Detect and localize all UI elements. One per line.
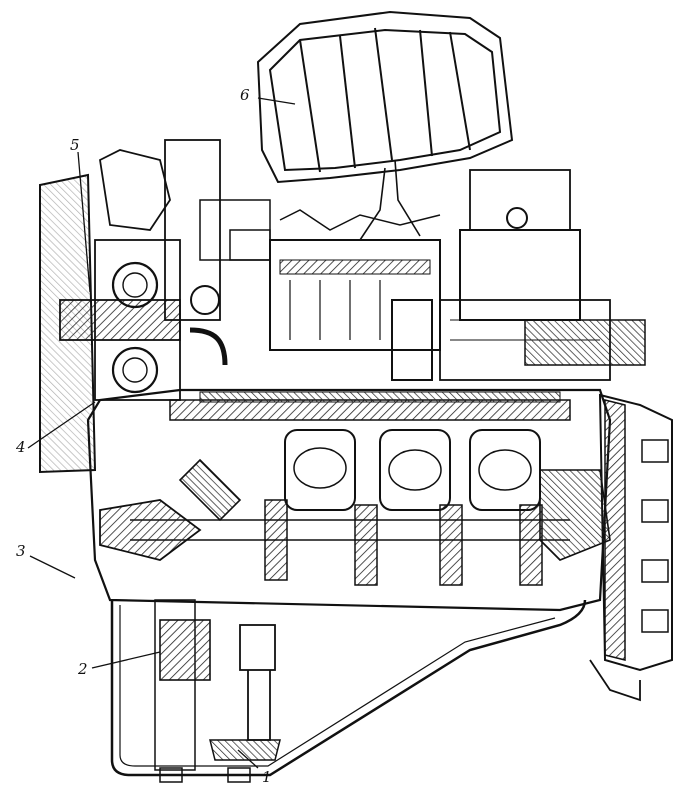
- fan-and-front-gears: [39, 139, 271, 474]
- flywheel-housing: [539, 393, 673, 702]
- callout-2: 2: [77, 660, 88, 678]
- oil-sump: [110, 599, 587, 783]
- callout-6: 6: [240, 86, 250, 104]
- engine-block: [86, 388, 612, 612]
- callout-3: 3: [16, 542, 26, 560]
- callout-5: 5: [70, 136, 80, 154]
- callout-4: 4: [15, 438, 26, 456]
- air-filter: [256, 10, 514, 241]
- injection-pump: [269, 169, 646, 381]
- leader-lines: [27, 97, 296, 769]
- callout-1: 1: [262, 768, 272, 786]
